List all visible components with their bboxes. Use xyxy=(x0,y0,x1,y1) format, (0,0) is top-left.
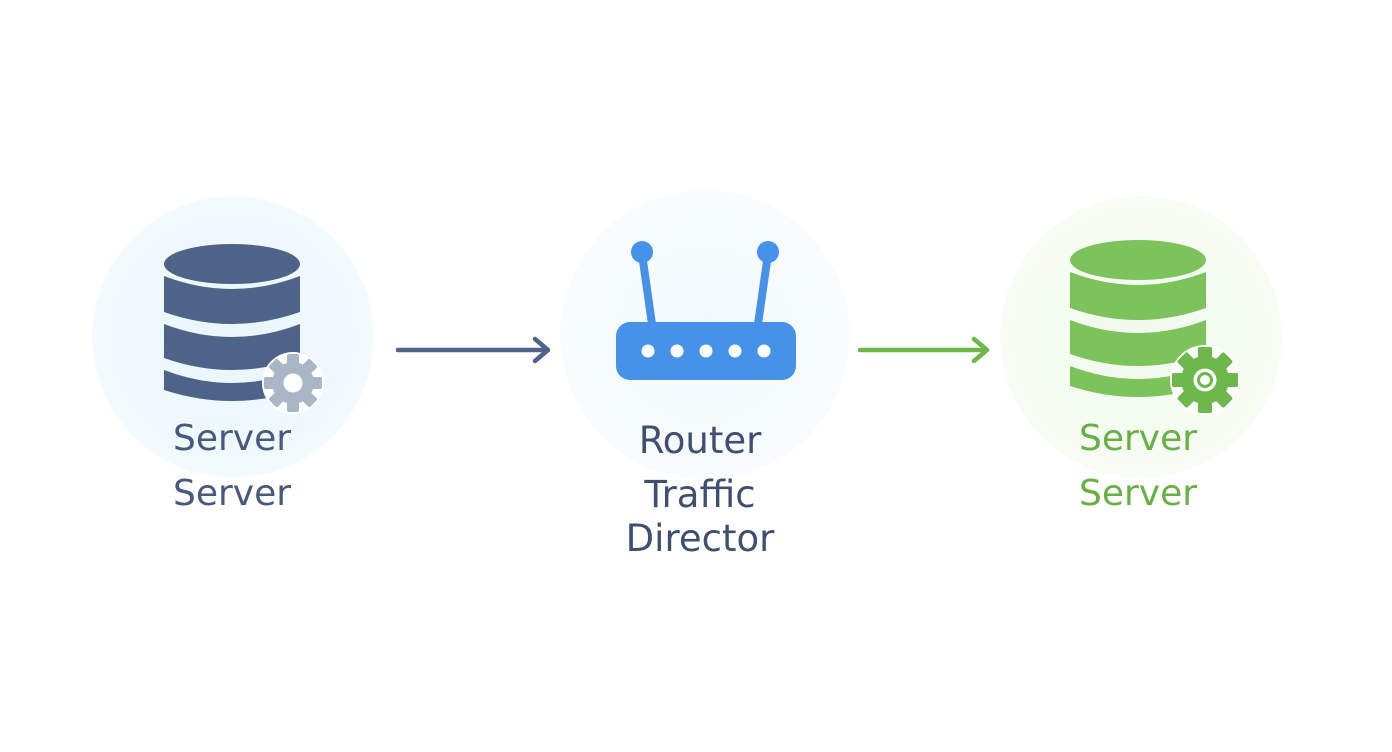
router-label-line3: Director xyxy=(625,517,775,560)
database-server-icon xyxy=(164,244,324,414)
source-label-line2: Server xyxy=(172,473,292,514)
source-label-line1: Server xyxy=(172,418,292,459)
arrow-router-to-target xyxy=(857,336,990,364)
gear-icon xyxy=(1170,345,1240,415)
router-label-line1: Router xyxy=(638,419,762,462)
gear-icon xyxy=(262,352,324,414)
arrow-source-to-router xyxy=(395,336,551,364)
target-label-line2: Server xyxy=(1078,473,1198,514)
router-label-line2: Traffic xyxy=(644,473,756,516)
target-label-line1: Server xyxy=(1078,418,1198,459)
database-server-icon xyxy=(1070,240,1240,415)
router-icon xyxy=(616,241,796,380)
